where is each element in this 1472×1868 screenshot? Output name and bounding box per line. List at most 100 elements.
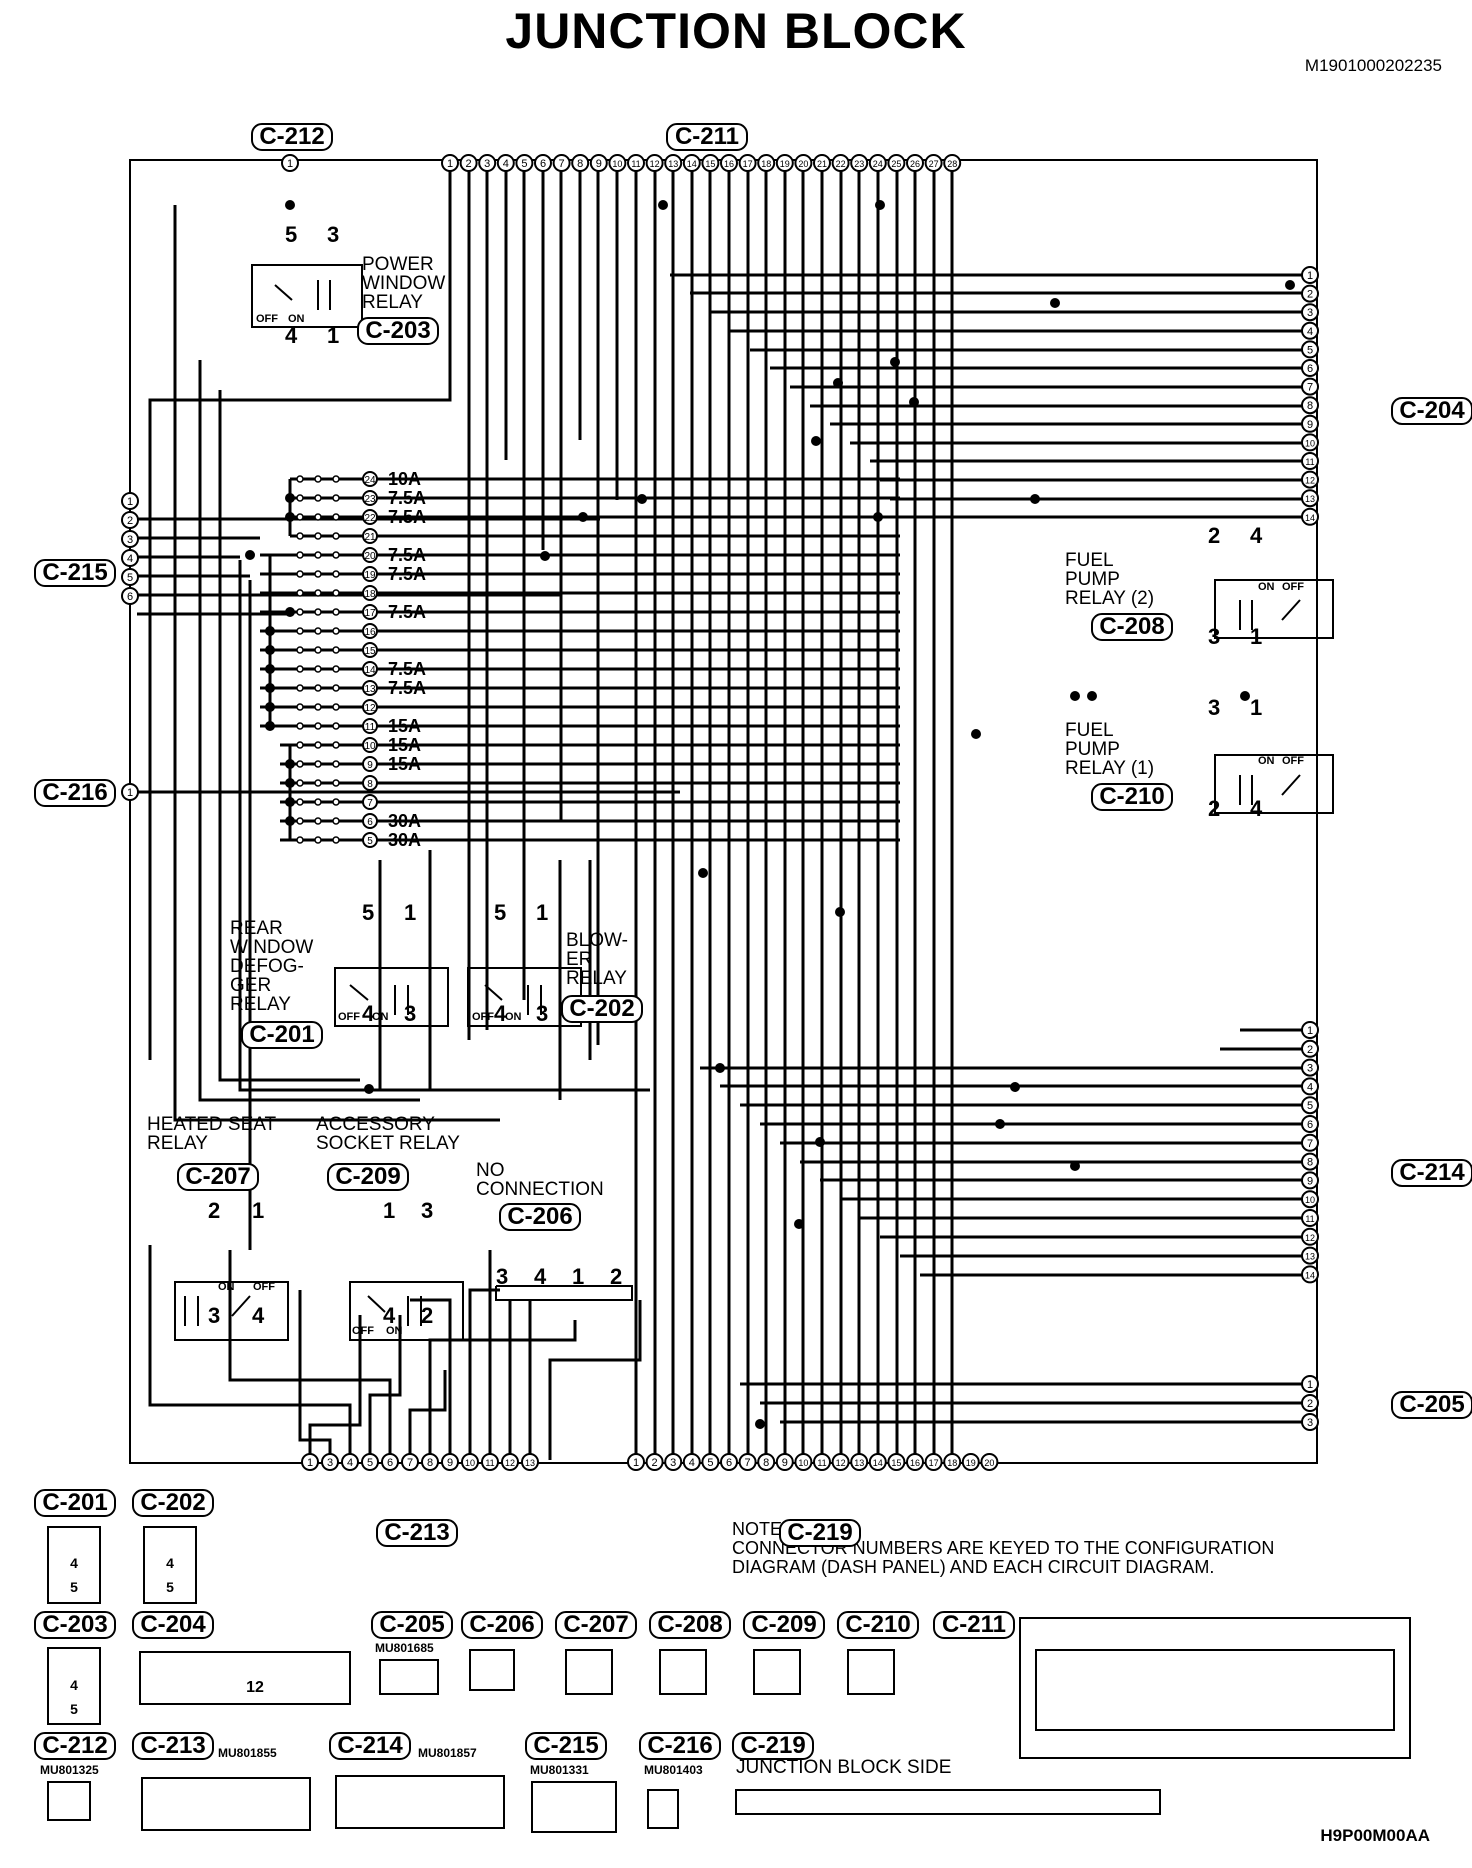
c211-pin: [738, 154, 757, 172]
fuse-symbol: [314, 741, 322, 749]
c205-label: C-205: [1399, 1391, 1464, 1418]
c211-pin-number: 18: [761, 159, 771, 169]
c215-pin-number: 1: [127, 496, 133, 508]
c216-face: C-216 MU801403: [639, 1732, 721, 1829]
c219-pin-number: 6: [726, 1457, 732, 1469]
c213-pin-number: 6: [387, 1457, 393, 1469]
fuse-symbol: [314, 798, 322, 806]
svg-text:C-212: C-212: [42, 1732, 107, 1759]
fuse-number: 13: [364, 684, 376, 695]
c206-label: C-206: [507, 1203, 572, 1230]
fuel-pump-relay-1-box: [1214, 754, 1334, 814]
c211-pin-number: 9: [596, 158, 602, 170]
c219-pin: [738, 1453, 757, 1471]
svg-text:4: 4: [285, 323, 298, 348]
c213-pin-number: 7: [407, 1457, 413, 1469]
c211-pin: [794, 154, 813, 172]
c219-pin: [887, 1453, 906, 1471]
no-connection-box: [495, 1285, 633, 1301]
c211-pin-number: 24: [873, 159, 883, 169]
fuse-rating: 15A: [388, 716, 421, 736]
c211-pin: [664, 154, 683, 172]
c204-pin-number: 8: [1307, 400, 1313, 412]
fuse-number-circle: [362, 604, 378, 620]
c211-pin-number: 22: [836, 159, 846, 169]
svg-text:2: 2: [421, 1303, 433, 1328]
svg-text:1: 1: [572, 1264, 584, 1289]
fuse-symbol: [332, 798, 340, 806]
fuse-number: 23: [364, 494, 376, 505]
c211-pin-number: 4: [503, 158, 509, 170]
svg-text:ON: ON: [1258, 581, 1275, 593]
fuse-symbol: [314, 513, 322, 521]
fuse-number-circle: [362, 718, 378, 734]
fuse-number: 11: [365, 722, 376, 733]
c204-pin-number: 13: [1305, 494, 1315, 504]
c213-pin: [381, 1453, 399, 1471]
c215-pin: [121, 549, 139, 567]
c213-pin-number: 9: [447, 1457, 453, 1469]
c204-pin: [1301, 396, 1319, 415]
c204-pin-number: 7: [1307, 382, 1313, 394]
fuel-pump-relay-1-label: FUEL: [1065, 720, 1114, 741]
c201-face: C-201 4 5: [34, 1489, 116, 1604]
svg-text:2: 2: [1208, 796, 1220, 821]
fuse-symbol: [332, 570, 340, 578]
c211-pin-number: 6: [540, 158, 546, 170]
c211-pin: [943, 154, 962, 172]
svg-text:OFF: OFF: [256, 313, 278, 325]
svg-text:C-215: C-215: [533, 1732, 598, 1759]
c203-label: C-203: [365, 317, 430, 344]
c211-pin-number: 15: [705, 159, 715, 169]
c219-pin: [682, 1453, 701, 1471]
fuse-symbol: [314, 722, 322, 730]
fuse-rating: 7.5A: [388, 507, 426, 527]
svg-text:C-205: C-205: [379, 1611, 444, 1638]
c211-pin-number: 23: [854, 159, 864, 169]
svg-text:4: 4: [1250, 523, 1263, 548]
svg-text:MU801855: MU801855: [218, 1746, 277, 1760]
c219-pin: [831, 1453, 850, 1471]
c211-pin: [608, 154, 627, 172]
c213-pin: [301, 1453, 319, 1471]
c204-face: C-204 12: [132, 1611, 351, 1705]
svg-text:ON: ON: [288, 313, 305, 325]
c219-pin-number: 12: [836, 1458, 846, 1468]
c207-face: C-207: [555, 1611, 637, 1695]
c211-bus-wires: [148, 170, 954, 1460]
c205-wires: [740, 1382, 1310, 1424]
fuse-symbol: [296, 684, 304, 692]
c211-pin-number: 19: [780, 159, 790, 169]
c204-pin: [1301, 266, 1319, 284]
c211-pin-number: 11: [631, 159, 640, 169]
c211-pin: [645, 154, 664, 172]
blower-relay-label: RELAY: [566, 968, 627, 989]
svg-text:4: 4: [383, 1303, 396, 1328]
c211-pin-number: 10: [612, 159, 622, 169]
c211-pin-number: 21: [817, 159, 827, 169]
c214-label: C-214: [1399, 1159, 1465, 1186]
c214-wires: [700, 1028, 1310, 1277]
c211-pin: [757, 154, 776, 172]
svg-text:4: 4: [534, 1264, 547, 1289]
junction-dots: [245, 200, 1295, 1429]
c214-pin: [1301, 1021, 1319, 1039]
c211-pin-number: 17: [743, 159, 753, 169]
fuse-number-circle: [362, 813, 378, 829]
fuse-number-circle: [362, 642, 378, 658]
fuse-symbol: [296, 494, 304, 502]
c212-face: C-212 MU801325: [34, 1732, 116, 1821]
accessory-socket-relay-label: ACCESSORY: [316, 1114, 435, 1135]
connector-faces: C-201 4 5 C-202 4 5 C-203 4 5 C-204 12: [34, 1489, 1411, 1833]
c213-pin-number: 10: [465, 1458, 475, 1468]
c211-pin-number: 7: [559, 158, 565, 170]
fuse-number-circle: [362, 661, 378, 677]
c208-label: C-208: [1099, 613, 1164, 640]
c204-pin: [1301, 321, 1319, 340]
heated-seat-relay-label: HEATED SEAT: [147, 1114, 277, 1135]
c203-face: C-203 4 5: [34, 1611, 116, 1725]
c214-pin: [1301, 1077, 1319, 1096]
fuse-symbol: [332, 836, 340, 844]
fuse-number: 21: [364, 532, 376, 543]
c219-pin: [980, 1453, 999, 1471]
